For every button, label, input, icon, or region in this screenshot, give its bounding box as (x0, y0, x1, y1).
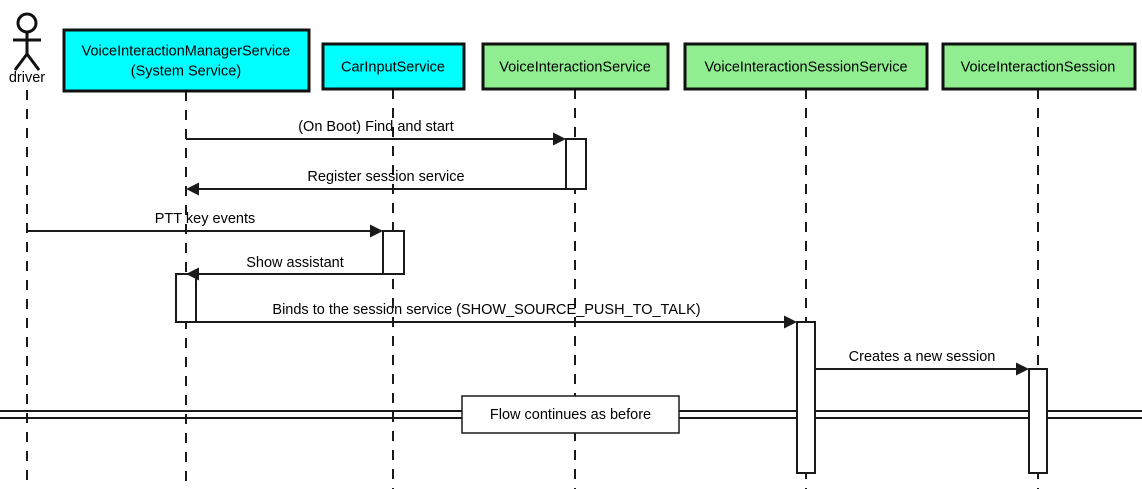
actor-right-leg-icon (25, 53, 41, 71)
divider-label: Flow continues as before (490, 407, 651, 423)
message-label: Show assistant (246, 255, 344, 271)
message-m2[interactable]: Register session service (186, 169, 586, 196)
participant-vims[interactable]: VoiceInteractionManagerService (System Se… (62, 28, 311, 93)
message-m3[interactable]: PTT key events (27, 211, 383, 238)
message-arrowhead (186, 182, 199, 196)
participant-label-line1: VoiceInteractionManagerService (82, 43, 291, 59)
participant-visess_svc[interactable]: VoiceInteractionSessionService (683, 42, 929, 91)
actor-label: driver (9, 70, 45, 86)
participant-box (62, 28, 311, 93)
message-m6[interactable]: Creates a new session (815, 349, 1029, 376)
message-arrowhead (1016, 362, 1029, 376)
divider-box-group: Flow continues as before (461, 395, 680, 434)
message-m4[interactable]: Show assistant (186, 255, 404, 281)
participant-visess[interactable]: VoiceInteractionSession (941, 42, 1137, 91)
message-arrowhead (784, 315, 797, 329)
actor-driver[interactable]: driver (9, 12, 45, 86)
actor-left-leg-icon (13, 53, 29, 71)
message-label: Binds to the session service (SHOW_SOURC… (272, 302, 700, 318)
participant-box (481, 42, 670, 91)
activation-bar-carinput (382, 230, 405, 275)
message-arrowhead (370, 224, 383, 238)
participant-label-line1: VoiceInteractionSession (961, 59, 1116, 75)
message-label: (On Boot) Find and start (298, 119, 454, 135)
message-m5[interactable]: Binds to the session service (SHOW_SOURC… (176, 302, 797, 329)
message-arrowhead (186, 267, 199, 281)
participant-vis[interactable]: VoiceInteractionService (481, 42, 670, 91)
participant-box (321, 42, 466, 91)
message-label: Register session service (307, 169, 464, 185)
participant-label-line1: VoiceInteractionService (499, 59, 651, 75)
actor-head-icon (16, 12, 38, 34)
activation-bar-visess_svc (796, 321, 816, 474)
participant-label-line2: (System Service) (131, 63, 241, 79)
participant-carinput[interactable]: CarInputService (321, 42, 466, 91)
participant-box (683, 42, 929, 91)
divider-box (461, 395, 680, 434)
message-m1[interactable]: (On Boot) Find and start (186, 119, 566, 146)
message-label: Creates a new session (849, 349, 996, 365)
lifelines-group (26, 89, 1039, 489)
activation-bar-vis (565, 138, 587, 190)
participant-label-line1: VoiceInteractionSessionService (704, 59, 907, 75)
participants-group: VoiceInteractionManagerService (System Se… (62, 28, 1137, 93)
participant-box (941, 42, 1137, 91)
participant-label-line1: CarInputService (341, 59, 445, 75)
activation-bar-visess (1028, 368, 1048, 474)
message-label: PTT key events (155, 211, 255, 227)
message-arrowhead (553, 132, 566, 146)
activation-bar-vims (175, 273, 197, 323)
